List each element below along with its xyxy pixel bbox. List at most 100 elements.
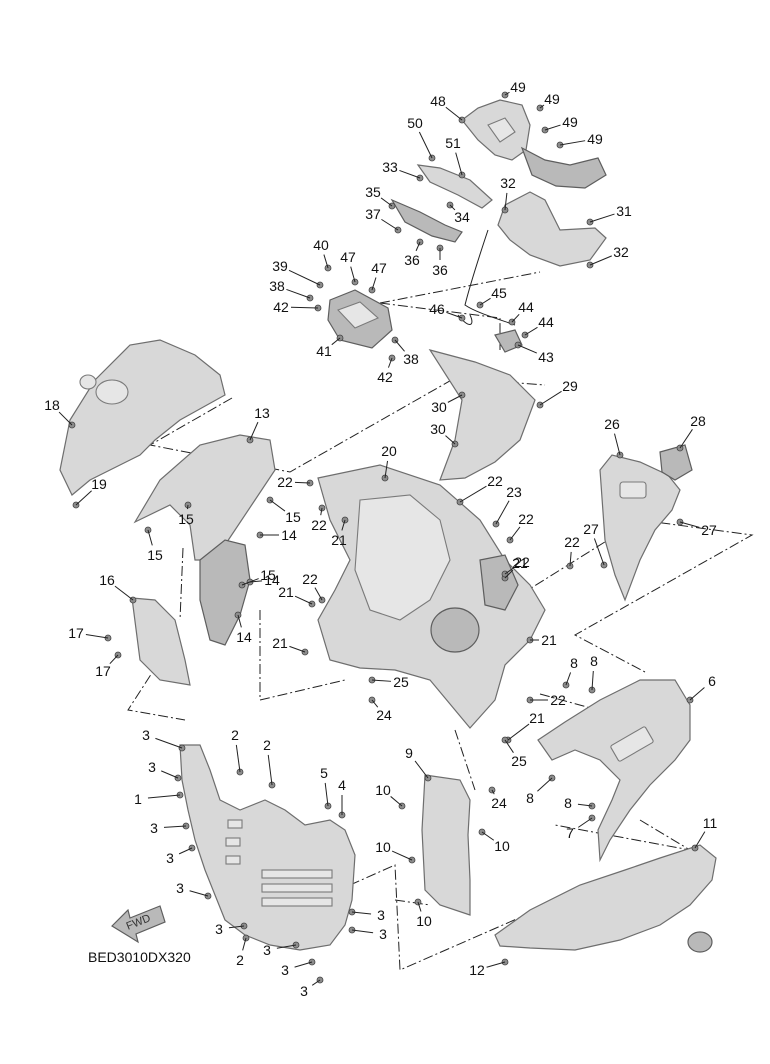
callout-number: 22 bbox=[487, 473, 503, 489]
part-20-main-body bbox=[317, 464, 546, 729]
callout-number: 42 bbox=[377, 369, 393, 385]
leader-line bbox=[289, 645, 306, 653]
callout-number: 27 bbox=[701, 522, 717, 538]
leader-line bbox=[449, 204, 456, 211]
leader-line bbox=[85, 634, 109, 639]
callout-number: 3 bbox=[281, 962, 289, 978]
callout-number: 24 bbox=[491, 795, 507, 811]
callout-number: 25 bbox=[393, 674, 409, 690]
leader-line bbox=[320, 507, 323, 516]
callout-number: 44 bbox=[518, 299, 534, 315]
callout-number: 3 bbox=[379, 926, 387, 942]
leader-line bbox=[577, 817, 593, 828]
callout-number: 8 bbox=[564, 795, 572, 811]
leader-line bbox=[507, 723, 530, 741]
callout-number: 20 bbox=[381, 443, 397, 459]
callout-number: 22 bbox=[518, 511, 534, 527]
callout-number: 15 bbox=[260, 567, 276, 583]
callout-number: 17 bbox=[95, 663, 111, 679]
leader-line bbox=[350, 266, 356, 283]
callout-number: 33 bbox=[382, 159, 398, 175]
leader-line bbox=[445, 435, 456, 445]
leader-line bbox=[161, 770, 179, 779]
leader-line bbox=[539, 104, 545, 109]
leader-line bbox=[589, 213, 615, 223]
part-18-side-cover bbox=[59, 339, 226, 496]
callout-number: 18 bbox=[44, 397, 60, 413]
leader-line bbox=[504, 739, 514, 753]
callout-number: 27 bbox=[583, 521, 599, 537]
leader-line bbox=[241, 578, 259, 586]
leader-line bbox=[577, 803, 593, 807]
leader-line bbox=[276, 944, 297, 949]
callout-number: 48 bbox=[430, 93, 446, 109]
leader-line bbox=[269, 499, 286, 512]
leader-line bbox=[593, 538, 605, 566]
callout-number: 15 bbox=[178, 511, 194, 527]
callout-number: 3 bbox=[166, 850, 174, 866]
callout-number: 21 bbox=[278, 584, 294, 600]
callout-number: 45 bbox=[491, 285, 507, 301]
callout-number: 21 bbox=[272, 635, 288, 651]
leader-line bbox=[504, 569, 514, 579]
leader-line bbox=[504, 91, 510, 96]
callout-number: 8 bbox=[570, 655, 578, 671]
callout-number: 10 bbox=[494, 838, 510, 854]
leader-line bbox=[511, 313, 520, 323]
leader-line bbox=[267, 754, 273, 786]
leader-line bbox=[163, 825, 187, 828]
callout-number: 39 bbox=[272, 258, 288, 274]
part-48-upper-cover bbox=[461, 99, 531, 161]
leader-line bbox=[371, 699, 379, 708]
callout-number: 14 bbox=[264, 572, 280, 588]
part-11-lower-panel bbox=[494, 844, 717, 953]
leader-line bbox=[242, 937, 247, 951]
callout-number: 8 bbox=[590, 653, 598, 669]
leader-line bbox=[565, 672, 572, 686]
callout-number: 3 bbox=[263, 942, 271, 958]
callout-number: 47 bbox=[340, 249, 356, 265]
part-6-side-panel bbox=[537, 679, 691, 863]
callout-number: 1 bbox=[134, 791, 142, 807]
callout-number: 23 bbox=[506, 484, 522, 500]
callout-number: 8 bbox=[526, 790, 534, 806]
callout-number: 15 bbox=[285, 509, 301, 525]
callout-number: 38 bbox=[403, 351, 419, 367]
leader-line bbox=[351, 911, 372, 915]
leader-line bbox=[286, 288, 311, 299]
leader-line bbox=[314, 587, 323, 601]
callout-number: 32 bbox=[500, 175, 516, 191]
callout-number: 35 bbox=[365, 184, 381, 200]
callout-number: 2 bbox=[263, 737, 271, 753]
part-45-cable bbox=[457, 229, 516, 326]
fwd-arrow: FWD bbox=[111, 905, 166, 944]
leader-line bbox=[351, 929, 374, 934]
leader-line bbox=[614, 433, 621, 456]
callout-number: 42 bbox=[273, 299, 289, 315]
leader-line bbox=[589, 255, 612, 266]
callout-number: 14 bbox=[236, 629, 252, 645]
callout-number: 47 bbox=[371, 260, 387, 276]
callout-number: 46 bbox=[429, 301, 445, 317]
leader-line bbox=[394, 339, 405, 352]
part-49-cover-strip bbox=[520, 146, 607, 189]
callout-number: 36 bbox=[404, 252, 420, 268]
leader-line bbox=[249, 580, 263, 583]
leader-line bbox=[294, 961, 313, 968]
callout-number: 22 bbox=[564, 534, 580, 550]
leader-line bbox=[371, 679, 392, 682]
part-35-bracket bbox=[390, 198, 463, 243]
leader-line bbox=[417, 901, 422, 912]
leader-line bbox=[455, 152, 463, 176]
leader-line bbox=[418, 131, 433, 159]
leader-line bbox=[694, 831, 706, 849]
callout-number: 22 bbox=[550, 692, 566, 708]
callout-number: 40 bbox=[313, 237, 329, 253]
callout-number: 3 bbox=[377, 907, 385, 923]
part-16-plate bbox=[131, 597, 191, 686]
leader-line bbox=[109, 654, 119, 665]
leader-line bbox=[387, 357, 393, 368]
part-9-plate bbox=[421, 774, 471, 916]
